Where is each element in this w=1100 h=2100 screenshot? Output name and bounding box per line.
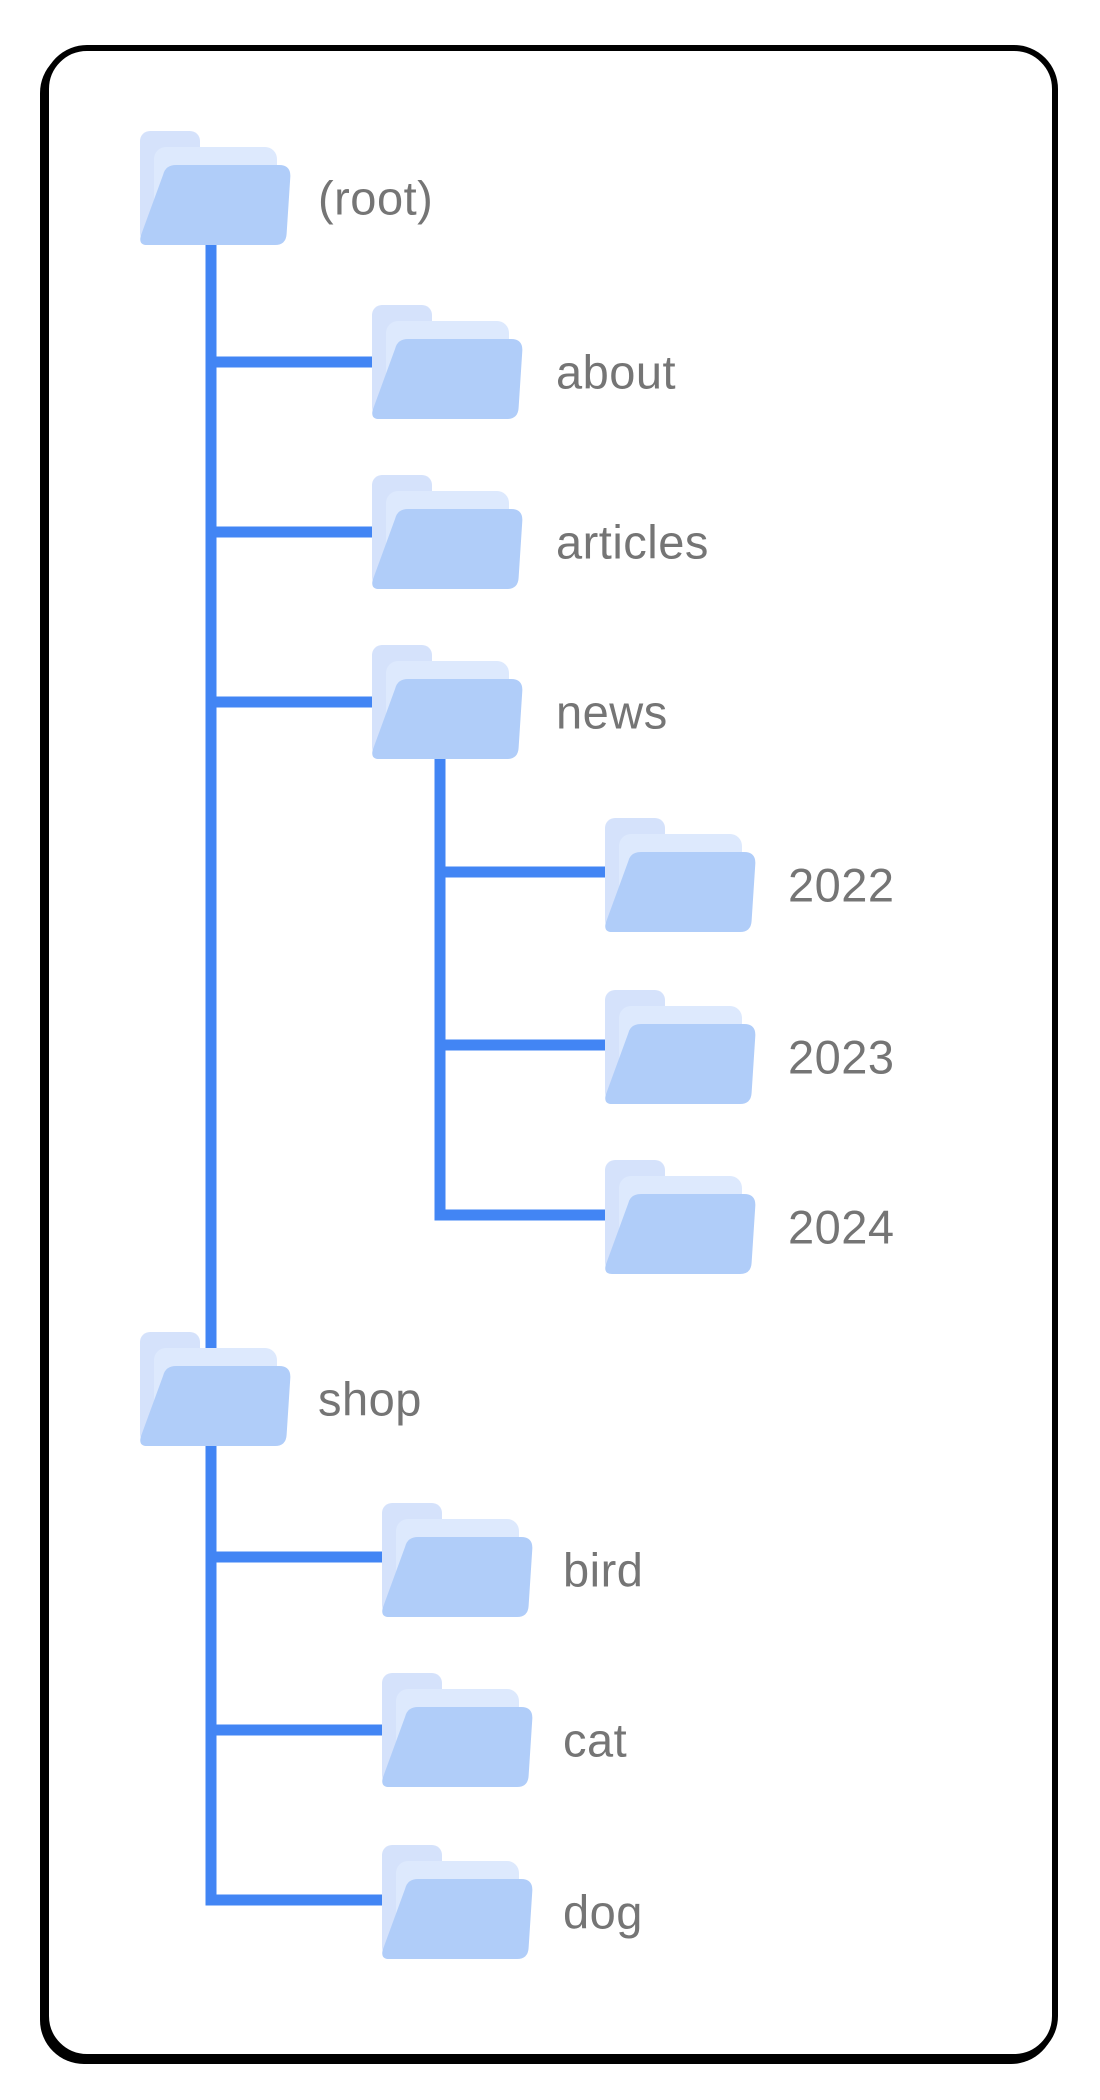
tree-edges bbox=[205, 240, 611, 1906]
edge-branch-cat bbox=[205, 1724, 388, 1736]
folder-icon-dog bbox=[382, 1845, 533, 1959]
label-about: about bbox=[556, 346, 676, 399]
folder-icon-2023 bbox=[605, 990, 756, 1104]
folder-icon-bird bbox=[382, 1503, 533, 1617]
label-articles: articles bbox=[556, 516, 709, 569]
folder-icon-about bbox=[372, 305, 523, 419]
label-dog: dog bbox=[563, 1886, 643, 1939]
edge-branch-dog bbox=[205, 1894, 388, 1906]
label-2024: 2024 bbox=[788, 1201, 895, 1254]
label-2022: 2022 bbox=[788, 859, 895, 912]
node-labels: (root) about articles news 2022 2023 202… bbox=[318, 172, 895, 1939]
edge-branch-2022 bbox=[434, 866, 611, 878]
label-news: news bbox=[556, 686, 668, 739]
label-cat: cat bbox=[563, 1714, 627, 1767]
label-bird: bird bbox=[563, 1544, 643, 1597]
folder-icon-shop bbox=[140, 1332, 291, 1446]
edge-branch-articles bbox=[205, 526, 378, 538]
edge-news-trunk bbox=[434, 750, 446, 1221]
folder-icon-articles bbox=[372, 475, 523, 589]
folder-icon-2024 bbox=[605, 1160, 756, 1274]
folder-icon-news bbox=[372, 645, 523, 759]
label-2023: 2023 bbox=[788, 1031, 895, 1084]
label-root: (root) bbox=[318, 172, 433, 225]
edge-branch-bird bbox=[205, 1551, 388, 1563]
folder-icon-2022 bbox=[605, 818, 756, 932]
edge-branch-2024 bbox=[434, 1209, 611, 1221]
label-shop: shop bbox=[318, 1373, 422, 1426]
edge-root-trunk bbox=[205, 240, 217, 1906]
edge-branch-about bbox=[205, 356, 378, 368]
folder-icon-root bbox=[140, 131, 291, 245]
folder-icon-cat bbox=[382, 1673, 533, 1787]
edge-branch-2023 bbox=[434, 1039, 611, 1051]
edge-branch-news bbox=[205, 696, 378, 708]
